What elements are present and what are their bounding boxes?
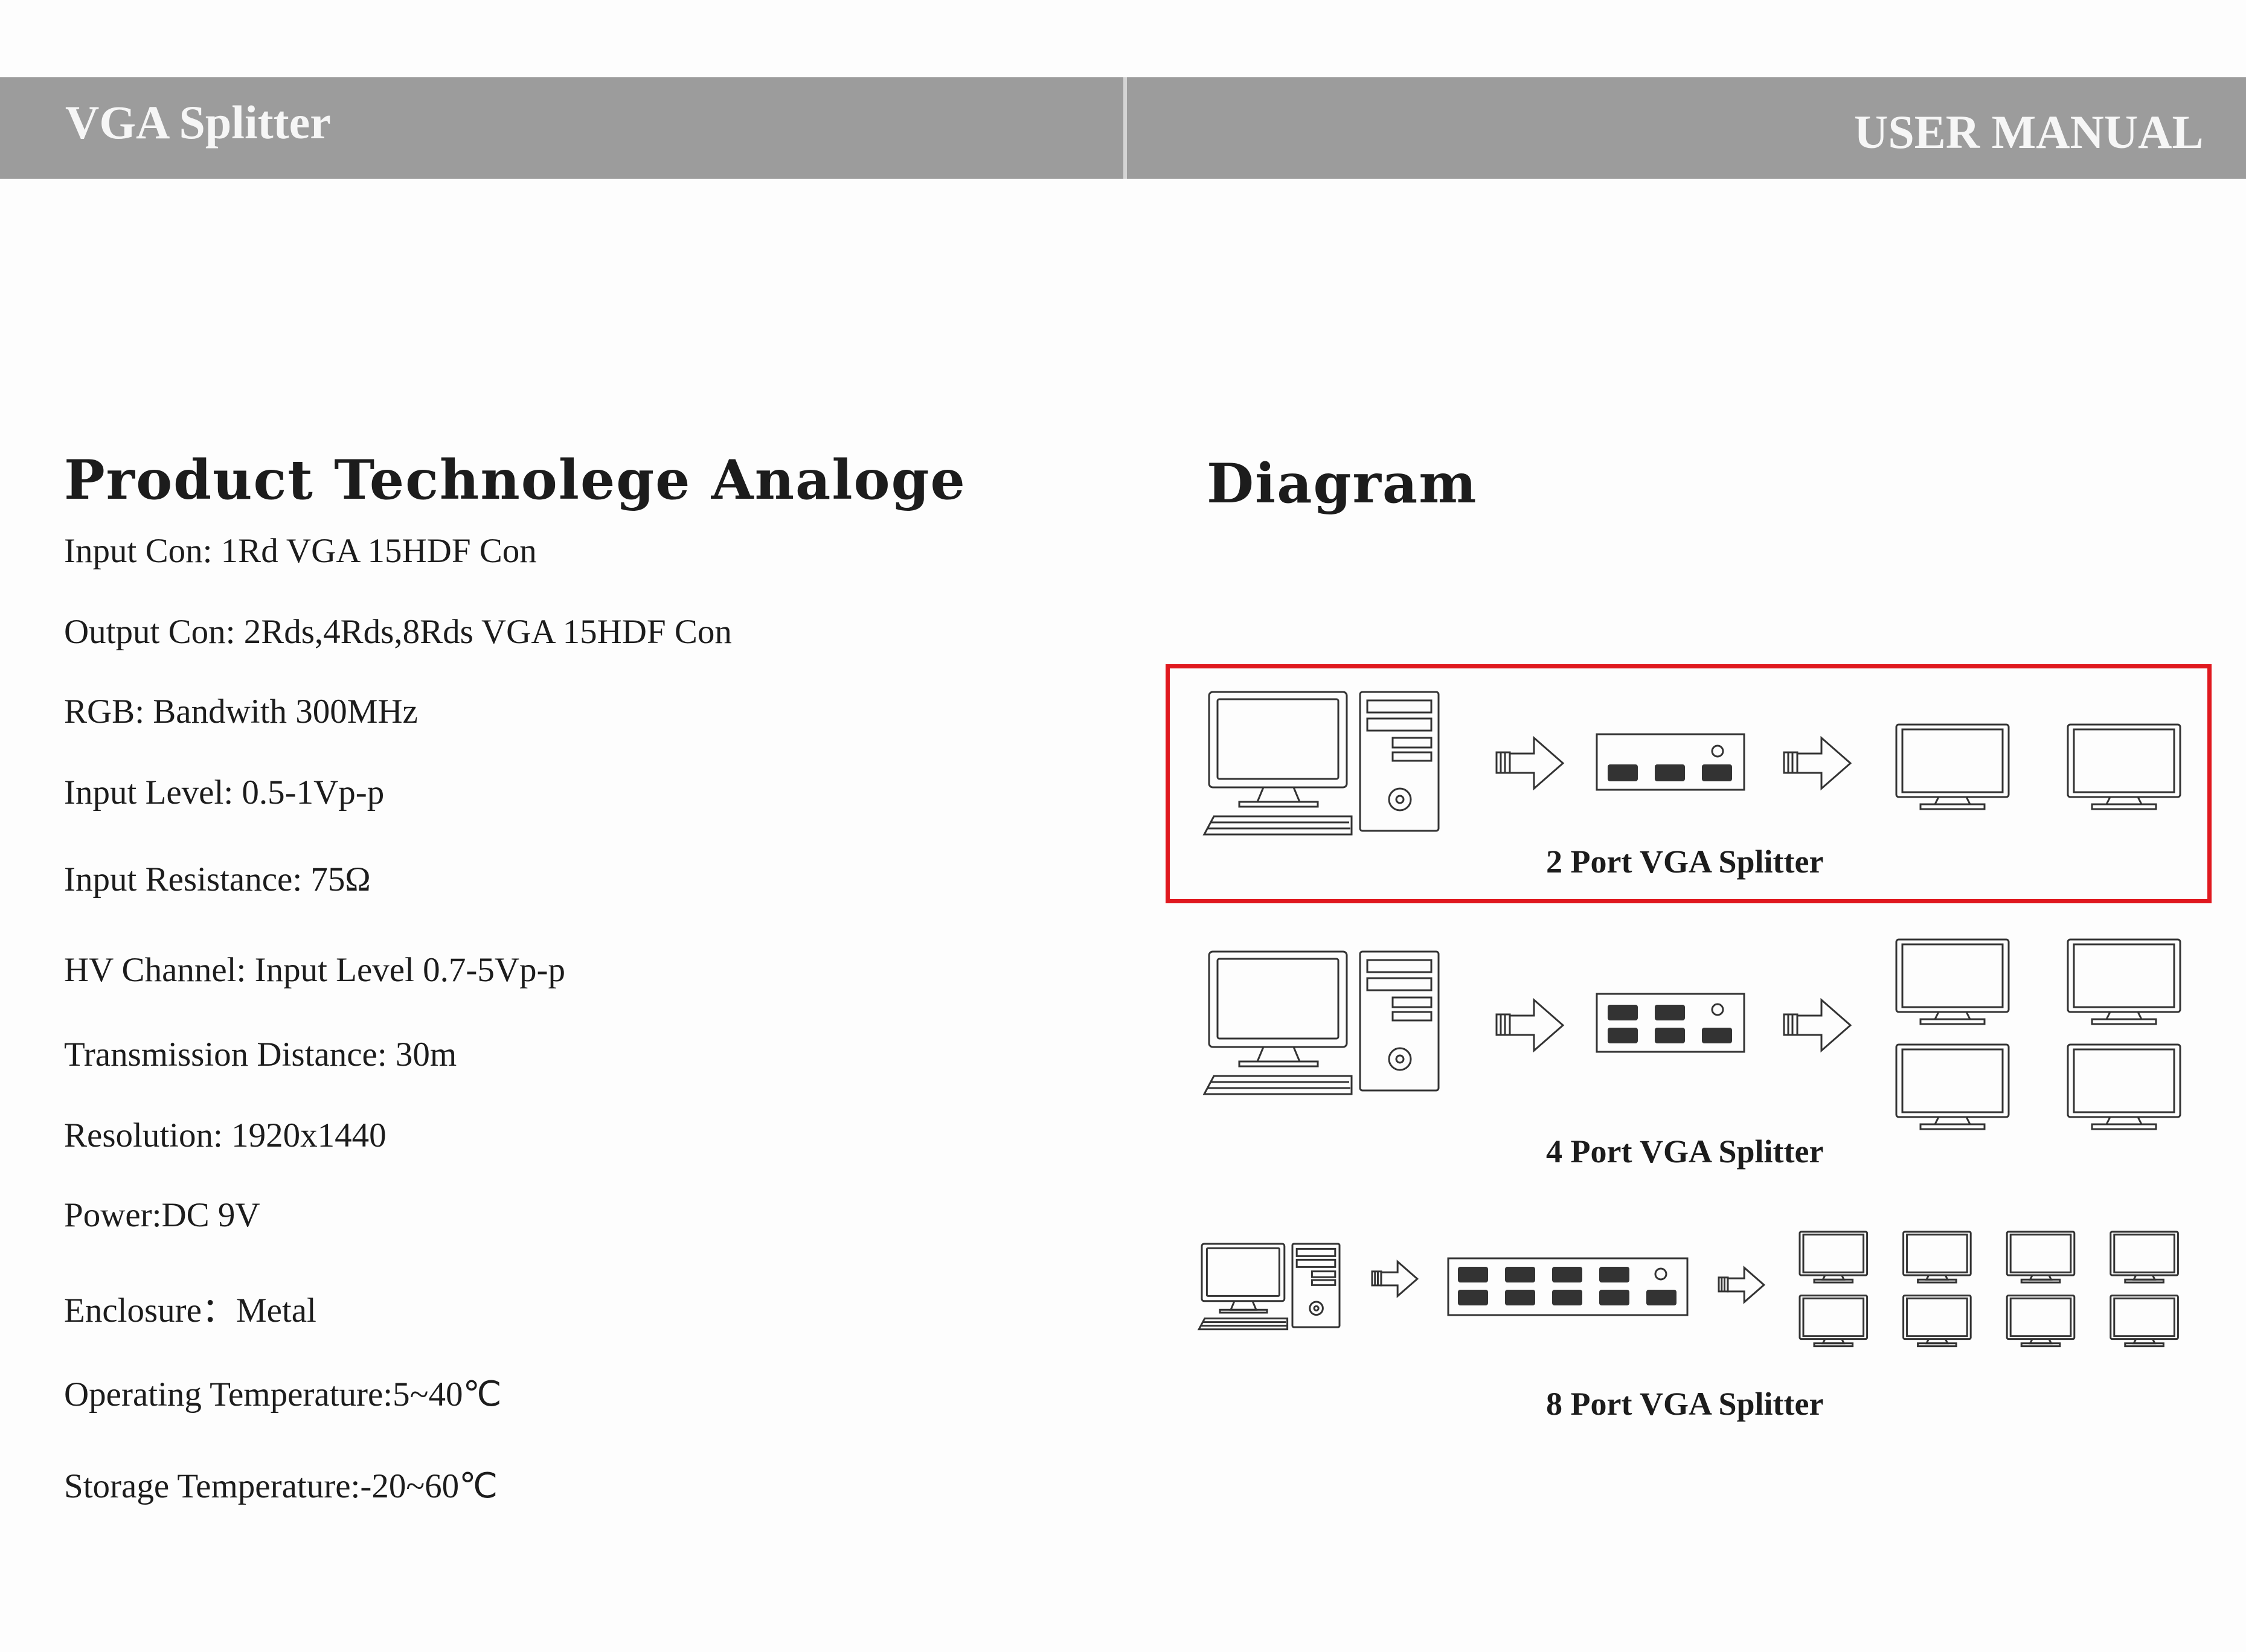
spec-input-resistance: Input Resistance: 75Ω xyxy=(64,860,371,898)
header-title-left: VGA Splitter xyxy=(65,96,331,149)
specs-title: Product Technolege Analoge xyxy=(64,448,966,512)
spec-output-con: Output Con: 2Rds,4Rds,8Rds VGA 15HDF Con xyxy=(64,613,732,651)
spec-input-level: Input Level: 0.5-1Vp-p xyxy=(64,773,385,812)
diagram-title: Diagram xyxy=(1207,452,1478,516)
header-band-right xyxy=(1127,77,2246,179)
spec-input-con: Input Con: 1Rd VGA 15HDF Con xyxy=(64,532,537,570)
header-title-right: USER MANUAL xyxy=(1854,106,2204,158)
row-8-port-illustration xyxy=(1198,1231,2179,1347)
header-band-left xyxy=(0,77,1123,179)
header-band-divider xyxy=(1123,77,1127,179)
row-2-port-illustration xyxy=(1203,691,2181,836)
caption-4-port: 4 Port VGA Splitter xyxy=(1546,1133,1824,1170)
spec-resolution: Resolution: 1920x1440 xyxy=(64,1116,387,1154)
spec-operating-temperature: Operating Temperature:5~40℃ xyxy=(64,1375,502,1413)
spec-enclosure: Enclosure：Metal xyxy=(64,1292,316,1330)
spec-transmission-distance: Transmission Distance: 30m xyxy=(64,1036,457,1074)
spec-storage-temperature: Storage Temperature:-20~60℃ xyxy=(64,1467,498,1505)
highlight-box-2-port xyxy=(1166,664,2212,903)
spec-hv-channel: HV Channel: Input Level 0.7-5Vp-p xyxy=(64,951,566,989)
spec-power: Power:DC 9V xyxy=(64,1196,260,1234)
caption-2-port: 2 Port VGA Splitter xyxy=(1546,844,1824,880)
row-4-port-illustration xyxy=(1203,938,2181,1130)
caption-8-port: 8 Port VGA Splitter xyxy=(1546,1386,1824,1422)
spec-rgb: RGB: Bandwith 300MHz xyxy=(64,693,418,731)
